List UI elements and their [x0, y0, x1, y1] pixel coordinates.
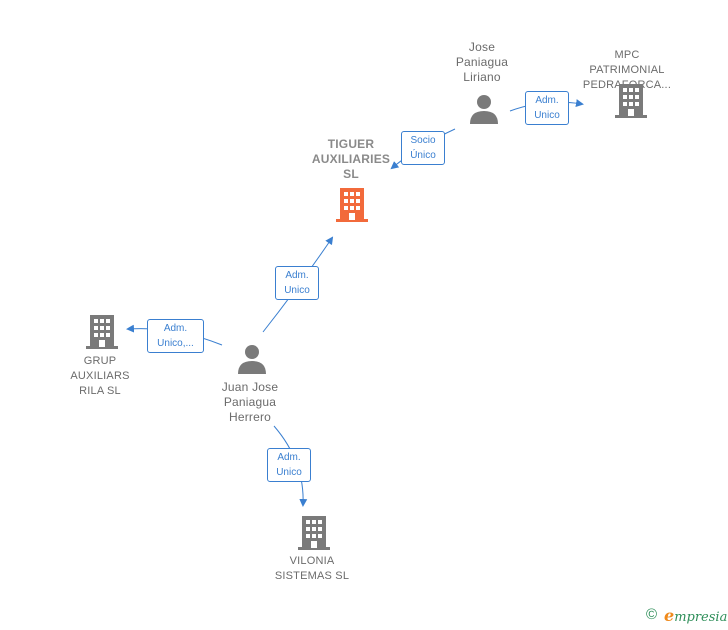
building-icon[interactable] [336, 188, 368, 222]
node-label-vilonia-sistemas[interactable]: VILONIA SISTEMAS SL [274, 555, 350, 582]
node-label-tiguer-auxiliaries[interactable]: TIGUER AUXILIARIES SL [311, 137, 391, 181]
brand-name: empresia [664, 606, 728, 625]
person-icon[interactable] [469, 94, 499, 124]
building-icon[interactable] [298, 516, 330, 550]
node-label-grup-auxiliars-rila[interactable]: GRUP AUXILIARS RILA SL [70, 355, 130, 397]
node-label-juan-jose-paniagua-herrero[interactable]: Juan Jose Paniagua Herrero [221, 380, 279, 424]
copyright-symbol: © [646, 606, 658, 623]
building-icon[interactable] [615, 84, 647, 118]
edge-label-adm-unico-vilonia[interactable]: Adm. Unico [267, 448, 311, 482]
empresia-logo[interactable]: © empresia [646, 606, 728, 626]
edge-label-adm-unico-mpc[interactable]: Adm. Unico [525, 91, 569, 125]
building-icon[interactable] [86, 315, 118, 349]
edge-label-adm-unico-tiguer[interactable]: Adm. Unico [275, 266, 319, 300]
node-label-jose-paniagua-liriano[interactable]: Jose Paniagua Liriano [455, 40, 509, 84]
edge-label-socio-unico[interactable]: Socio Único [401, 131, 445, 165]
edge-label-adm-unico-grup[interactable]: Adm. Unico,... [147, 319, 204, 353]
person-icon[interactable] [237, 344, 267, 374]
